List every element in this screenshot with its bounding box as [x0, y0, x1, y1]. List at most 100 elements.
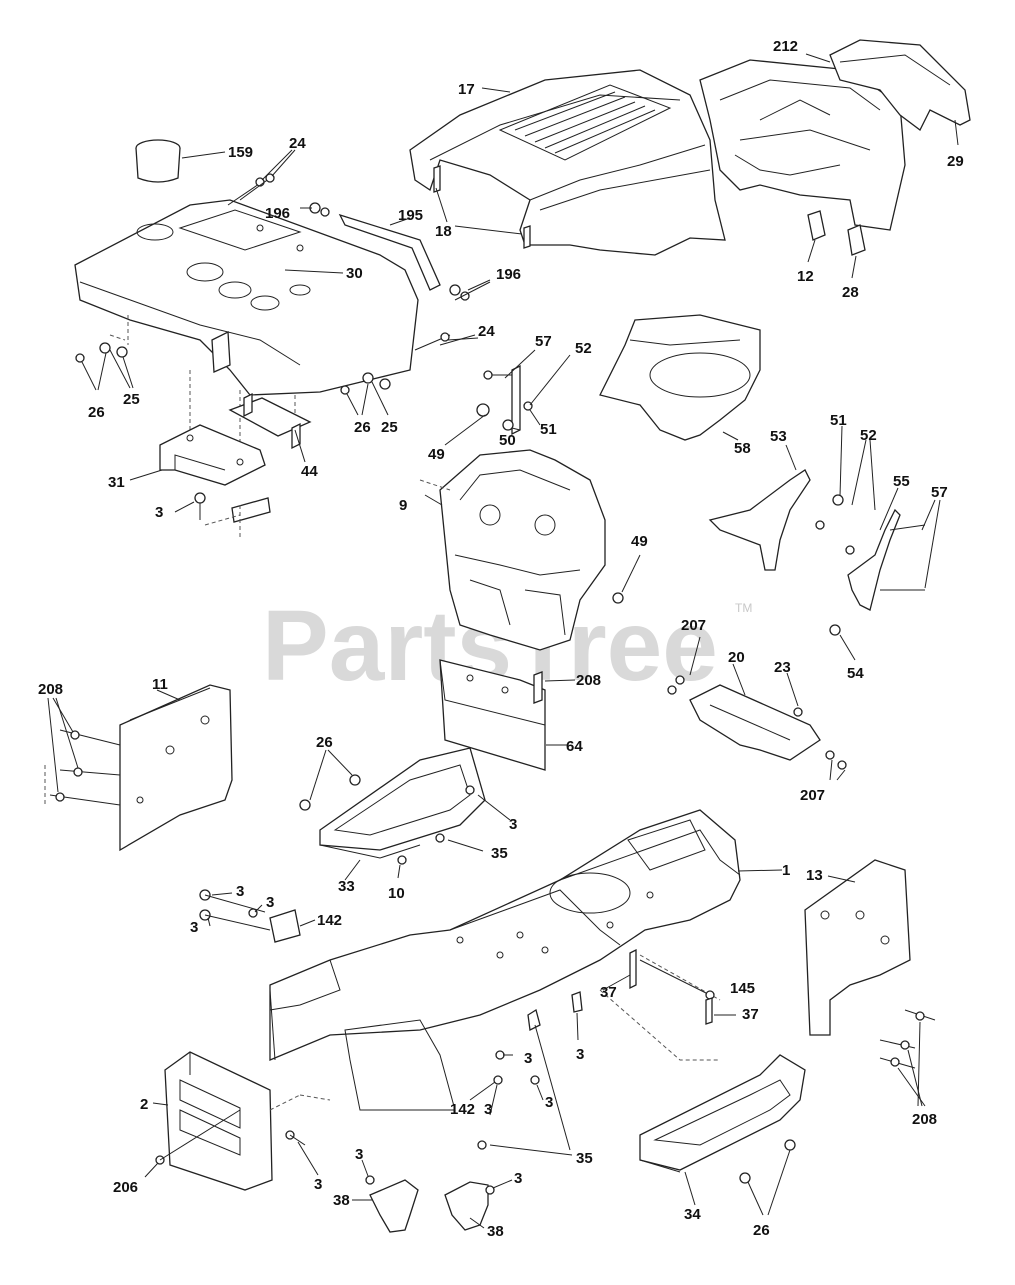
label-50: 50 — [499, 432, 516, 449]
part-195-bracket[interactable] — [309, 202, 470, 301]
label-10: 10 — [388, 885, 405, 902]
fastener-57-52-49-50-51[interactable] — [476, 364, 533, 436]
label-23: 23 — [774, 659, 791, 676]
part-31-bracket[interactable] — [159, 424, 266, 486]
label-196a: 196 — [265, 205, 290, 222]
part-20-bracket[interactable] — [667, 675, 847, 770]
part-11-side-panel[interactable] — [49, 684, 233, 852]
part-33-footrest-left[interactable] — [299, 747, 486, 865]
label-12: 12 — [797, 268, 814, 285]
label-159: 159 — [228, 144, 253, 161]
part-64-panel[interactable] — [439, 659, 546, 771]
part-1-main-frame[interactable] — [269, 809, 741, 1111]
label-37b: 37 — [742, 1006, 759, 1023]
label-24b: 24 — [478, 323, 495, 340]
label-31: 31 — [108, 474, 125, 491]
label-9: 9 — [399, 497, 407, 514]
label-196b: 196 — [496, 266, 521, 283]
part-12-clip[interactable] — [807, 210, 826, 241]
label-25a: 25 — [123, 391, 140, 408]
label-28: 28 — [842, 284, 859, 301]
label-25b: 25 — [381, 419, 398, 436]
bolt-3-left[interactable] — [194, 492, 206, 520]
part-30-dash-panel[interactable] — [74, 199, 419, 396]
label-33: 33 — [338, 878, 355, 895]
fastener-26-25-left[interactable] — [75, 342, 128, 363]
part-29-bumper[interactable] — [829, 39, 971, 131]
label-26a: 26 — [88, 404, 105, 421]
label-34: 34 — [684, 1206, 701, 1223]
part-28-clip[interactable] — [847, 224, 866, 256]
label-3i: 3 — [484, 1101, 492, 1118]
fastener-35-3-center[interactable] — [477, 991, 583, 1150]
label-35a: 35 — [491, 845, 508, 862]
label-3a: 3 — [155, 504, 163, 521]
label-3j: 3 — [314, 1176, 322, 1193]
part-9-dash-housing[interactable] — [439, 449, 624, 651]
label-26d: 26 — [753, 1222, 770, 1239]
label-13: 13 — [806, 867, 823, 884]
bolt-3-frame-left[interactable] — [199, 889, 301, 943]
label-145: 145 — [730, 980, 755, 997]
part-38-bracket-left[interactable] — [365, 1175, 419, 1233]
label-30: 30 — [346, 265, 363, 282]
part-58-shroud[interactable] — [599, 314, 761, 441]
label-26b: 26 — [354, 419, 371, 436]
label-57b: 57 — [931, 484, 948, 501]
label-37a: 37 — [600, 984, 617, 1001]
label-3f: 3 — [576, 1046, 584, 1063]
part-53-bracket[interactable] — [708, 469, 811, 571]
label-3c: 3 — [236, 883, 244, 900]
part-44-plate[interactable] — [228, 392, 312, 450]
label-38b: 38 — [487, 1223, 504, 1240]
label-49a: 49 — [428, 446, 445, 463]
label-3k: 3 — [355, 1146, 363, 1163]
label-3h: 3 — [545, 1094, 553, 1111]
label-51b: 51 — [830, 412, 847, 429]
label-208b: 208 — [576, 672, 601, 689]
label-54: 54 — [847, 665, 864, 682]
label-38a: 38 — [333, 1192, 350, 1209]
label-195: 195 — [398, 207, 423, 224]
part-34-footrest-right[interactable] — [639, 1054, 806, 1184]
label-26c: 26 — [316, 734, 333, 751]
label-18: 18 — [435, 223, 452, 240]
label-52a: 52 — [575, 340, 592, 357]
part-13-side-panel-right[interactable] — [804, 859, 936, 1069]
label-2: 2 — [140, 1096, 148, 1113]
label-142a: 142 — [317, 912, 342, 929]
bolt-145-37[interactable] — [629, 948, 715, 1025]
label-3l: 3 — [514, 1170, 522, 1187]
part-17-hood[interactable] — [409, 69, 726, 256]
label-142b: 142 — [450, 1101, 475, 1118]
part-55-bracket[interactable] — [815, 494, 926, 636]
part-159-cap[interactable] — [135, 139, 181, 183]
label-207b: 207 — [800, 787, 825, 804]
part-31-lower-tab[interactable] — [231, 497, 271, 523]
label-57a: 57 — [535, 333, 552, 350]
bolt-24-upper[interactable] — [227, 173, 275, 206]
fastener-24-26-25-right[interactable] — [340, 332, 451, 395]
label-212: 212 — [773, 38, 798, 55]
label-52b: 52 — [860, 427, 877, 444]
label-49b: 49 — [631, 533, 648, 550]
label-3d: 3 — [266, 894, 274, 911]
label-3b: 3 — [509, 816, 517, 833]
label-35b: 35 — [576, 1150, 593, 1167]
label-51a: 51 — [540, 421, 557, 438]
label-207a: 207 — [681, 617, 706, 634]
label-64: 64 — [566, 738, 583, 755]
label-53: 53 — [770, 428, 787, 445]
label-206: 206 — [113, 1179, 138, 1196]
watermark-trademark: TM — [735, 601, 752, 615]
label-3g: 3 — [524, 1050, 532, 1067]
label-24a: 24 — [289, 135, 306, 152]
label-55: 55 — [893, 473, 910, 490]
part-2-bracket[interactable] — [155, 1051, 306, 1191]
label-208a: 208 — [38, 681, 63, 698]
label-3e: 3 — [190, 919, 198, 936]
part-38-bracket-right[interactable] — [444, 1181, 495, 1231]
label-58: 58 — [734, 440, 751, 457]
